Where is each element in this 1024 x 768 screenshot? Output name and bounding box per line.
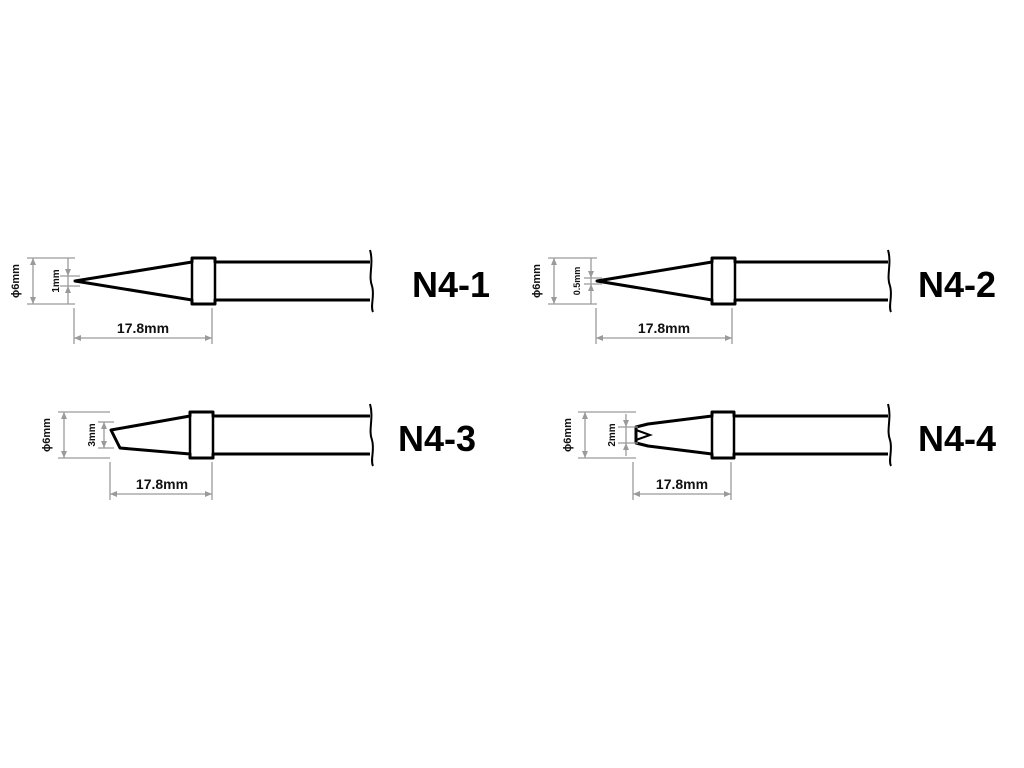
- tip-size-label: 3mm: [87, 423, 98, 446]
- tip-drawing: [595, 249, 892, 313]
- diameter-label: ϕ6mm: [562, 418, 574, 452]
- dimension-lines: [548, 257, 733, 344]
- length-label: 17.8mm: [136, 476, 188, 492]
- tip-size-label: 1mm: [51, 269, 62, 292]
- tip-size-label: 0.5mm: [572, 267, 582, 296]
- tip-drawing: [73, 249, 374, 313]
- length-label: 17.8mm: [117, 320, 169, 336]
- tip-n4-1: ϕ6mm 1mm 17.8mm N4-1: [10, 249, 490, 344]
- diameter-label: ϕ6mm: [10, 264, 22, 298]
- tip-drawing: [109, 403, 374, 467]
- model-label: N4-2: [918, 264, 996, 305]
- diameter-label: ϕ6mm: [531, 264, 543, 298]
- tip-n4-3: ϕ6mm 3mm 17.8mm N4-3: [41, 403, 476, 500]
- tip-size-label: 2mm: [607, 423, 618, 446]
- model-label: N4-4: [918, 418, 996, 459]
- tip-drawing: [634, 403, 892, 467]
- length-label: 17.8mm: [638, 320, 690, 336]
- tip-n4-2: ϕ6mm 0.5mm 17.8mm N4-2: [531, 249, 996, 344]
- dimension-lines: [27, 257, 213, 344]
- length-label: 17.8mm: [656, 476, 708, 492]
- tip-n4-4: ϕ6mm 2mm 17.8mm N4-4: [562, 403, 996, 500]
- model-label: N4-3: [398, 418, 476, 459]
- dimension-lines: [58, 411, 213, 500]
- dimension-lines: [578, 411, 732, 500]
- model-label: N4-1: [412, 264, 490, 305]
- diameter-label: ϕ6mm: [41, 418, 53, 452]
